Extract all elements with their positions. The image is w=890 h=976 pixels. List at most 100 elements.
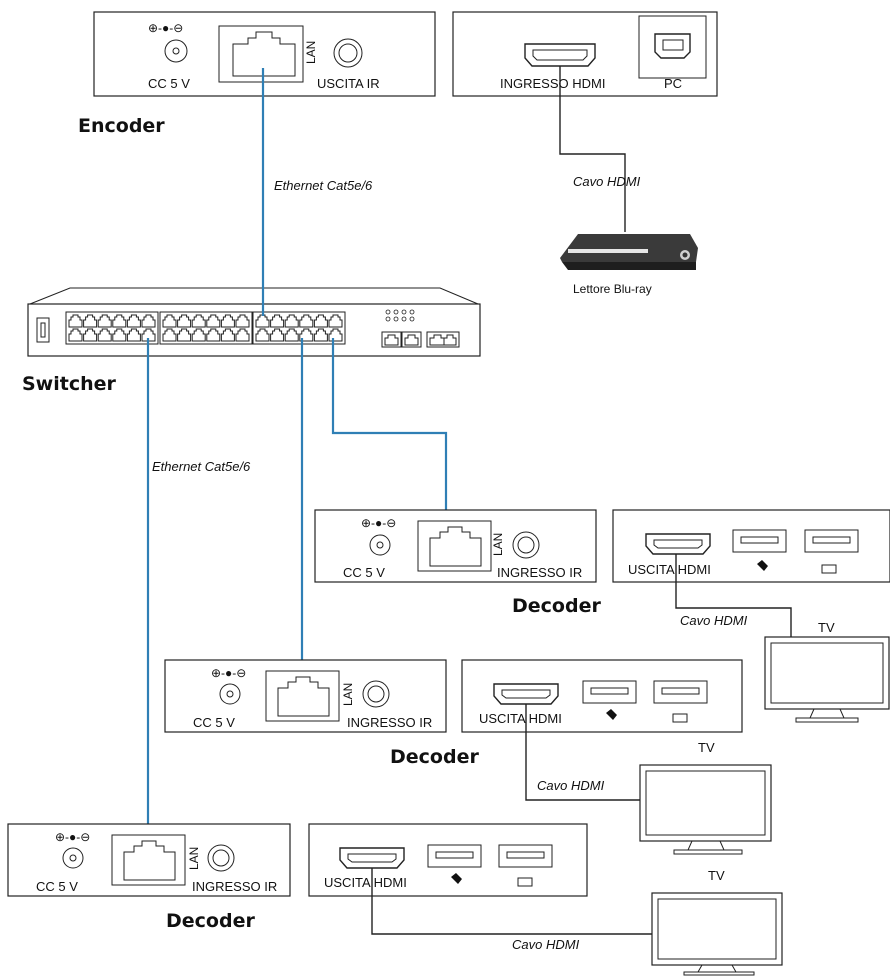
switcher-uplink-ports[interactable] — [381, 331, 460, 348]
decoder-1-hdmi-port[interactable] — [645, 533, 711, 555]
decoder-2-mouse-icon — [606, 709, 617, 720]
switcher-caption: Switcher — [22, 373, 117, 395]
decoder-3-output-panel: USCITA HDMI — [308, 823, 588, 897]
decoder-2-keyboard-icon — [672, 713, 688, 723]
switcher-port[interactable] — [97, 328, 112, 342]
bluray-hdmi-cable — [559, 66, 626, 232]
decoder-1-mouse-icon — [757, 560, 768, 571]
decoder-1-lan-port[interactable] — [417, 520, 492, 572]
decoder-1-cable-label: Cavo HDMI — [680, 613, 748, 628]
switcher-port[interactable] — [68, 328, 83, 342]
switcher-port[interactable] — [220, 314, 235, 328]
switcher-port[interactable] — [141, 328, 156, 342]
switcher-port-bank — [65, 311, 159, 345]
switcher-port[interactable] — [206, 328, 221, 342]
encoder-source-panel: INGRESSO HDMI PC — [452, 11, 718, 97]
decoder-1-caption: Decoder — [512, 595, 601, 617]
decoder-2-ir-jack[interactable] — [362, 680, 390, 708]
decoder-1-device: ⊕-●-⊖ CC 5 V LAN INGRESSO IR — [314, 509, 597, 583]
decoder-3-caption: Decoder — [166, 910, 255, 932]
switcher-port[interactable] — [255, 328, 270, 342]
decoder-1-ir-jack[interactable] — [512, 531, 540, 559]
switcher-port[interactable] — [141, 314, 156, 328]
ethernet-label-top: Ethernet Cat5e/6 — [274, 178, 373, 193]
switcher-port[interactable] — [162, 314, 177, 328]
decoder-2-hdmi-port[interactable] — [493, 683, 559, 705]
decoder-2-lan-port[interactable] — [265, 670, 340, 722]
switcher-port[interactable] — [284, 328, 299, 342]
switcher-led-grid — [385, 309, 415, 322]
switcher-port[interactable] — [235, 314, 250, 328]
decoder-1-output-panel: USCITA HDMI — [612, 509, 890, 583]
encoder-caption: Encoder — [78, 115, 165, 137]
switcher-port[interactable] — [270, 328, 285, 342]
switcher-port[interactable] — [191, 314, 206, 328]
hdmi-input-port[interactable] — [524, 43, 596, 67]
encoder-ir-label: USCITA IR — [317, 76, 380, 91]
decoder-1-hdmi-label: USCITA HDMI — [628, 562, 711, 577]
decoder-3-hdmi-port[interactable] — [339, 847, 405, 869]
switcher-port[interactable] — [328, 328, 343, 342]
switcher-port[interactable] — [255, 314, 270, 328]
decoder-3-hdmi-cable — [371, 868, 652, 935]
switcher-port[interactable] — [83, 314, 98, 328]
switcher-port[interactable] — [299, 314, 314, 328]
switcher-port[interactable] — [68, 314, 83, 328]
decoder-3-tv-label: TV — [708, 868, 725, 883]
decoder-2-usb-mouse-port[interactable] — [582, 680, 637, 704]
switcher-port[interactable] — [191, 328, 206, 342]
decoder-3-usb-keyboard-port[interactable] — [498, 844, 553, 868]
switcher-port[interactable] — [177, 328, 192, 342]
decoder-3-hdmi-label: USCITA HDMI — [324, 875, 407, 890]
switcher-port[interactable] — [83, 328, 98, 342]
ethernet-cable-decoder-1 — [331, 338, 448, 540]
switcher-port[interactable] — [112, 328, 127, 342]
encoder-power-symbol: ⊕-●-⊖ — [148, 21, 183, 35]
encoder-ir-jack[interactable] — [333, 38, 363, 68]
switcher-port[interactable] — [328, 314, 343, 328]
decoder-3-keyboard-icon — [517, 877, 533, 887]
switcher-port[interactable] — [97, 314, 112, 328]
decoder-2-output-panel: USCITA HDMI — [461, 659, 743, 733]
decoder-1-hdmi-cable — [675, 554, 792, 660]
switcher-port[interactable] — [313, 314, 328, 328]
switcher-port[interactable] — [284, 314, 299, 328]
switcher-port[interactable] — [126, 314, 141, 328]
decoder-1-lan-label: LAN — [491, 533, 505, 556]
switcher-port[interactable] — [299, 328, 314, 342]
decoder-2-usb-keyboard-port[interactable] — [653, 680, 708, 704]
decoder-3-lan-label: LAN — [187, 847, 201, 870]
decoder-3-tv-icon — [651, 892, 783, 976]
decoder-1-tv-icon — [764, 636, 890, 723]
switcher-port-array[interactable] — [65, 311, 346, 345]
switcher-port[interactable] — [270, 314, 285, 328]
switcher-port-bank — [159, 311, 253, 345]
usb-b-pc-port[interactable] — [654, 33, 691, 59]
switcher-port[interactable] — [206, 314, 221, 328]
switcher-port[interactable] — [112, 314, 127, 328]
decoder-3-ir-jack[interactable] — [207, 844, 235, 872]
bluray-cable-label: Cavo HDMI — [573, 174, 641, 189]
switcher-port[interactable] — [313, 328, 328, 342]
decoder-1-usb-keyboard-port[interactable] — [804, 529, 859, 553]
encoder-power-label: CC 5 V — [148, 76, 190, 91]
decoder-2-caption: Decoder — [390, 746, 479, 768]
decoder-1-usb-mouse-port[interactable] — [732, 529, 787, 553]
decoder-2-ir-label: INGRESSO IR — [347, 715, 432, 730]
decoder-3-cable-label: Cavo HDMI — [512, 937, 580, 952]
decoder-2-hdmi-cable — [525, 704, 640, 801]
decoder-3-lan-port[interactable] — [111, 834, 186, 886]
switcher-port[interactable] — [220, 328, 235, 342]
switcher-port[interactable] — [162, 328, 177, 342]
decoder-3-power-symbol: ⊕-●-⊖ — [55, 830, 90, 844]
switcher-port[interactable] — [126, 328, 141, 342]
switcher-port[interactable] — [235, 328, 250, 342]
decoder-2-lan-label: LAN — [341, 683, 355, 706]
decoder-2-power-symbol: ⊕-●-⊖ — [211, 666, 246, 680]
decoder-3-usb-mouse-port[interactable] — [427, 844, 482, 868]
decoder-1-tv-label: TV — [818, 620, 835, 635]
switcher-port[interactable] — [177, 314, 192, 328]
decoder-3-mouse-icon — [451, 873, 462, 884]
encoder-lan-port[interactable] — [218, 25, 304, 83]
